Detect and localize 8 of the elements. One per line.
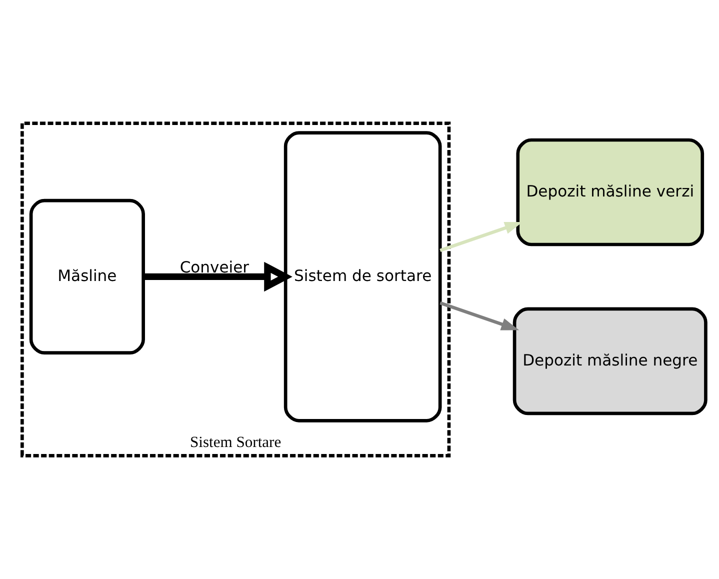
- node-box: Sistem de sortare: [284, 131, 442, 422]
- arrow: [144, 262, 292, 292]
- edge-label: Conveier: [180, 258, 250, 276]
- node-box: Depozit măsline negre: [512, 307, 708, 416]
- node-box: Depozit măsline verzi: [516, 138, 704, 246]
- arrow: [440, 301, 520, 330]
- arrow: [440, 222, 523, 252]
- node-box: Măsline: [29, 198, 145, 355]
